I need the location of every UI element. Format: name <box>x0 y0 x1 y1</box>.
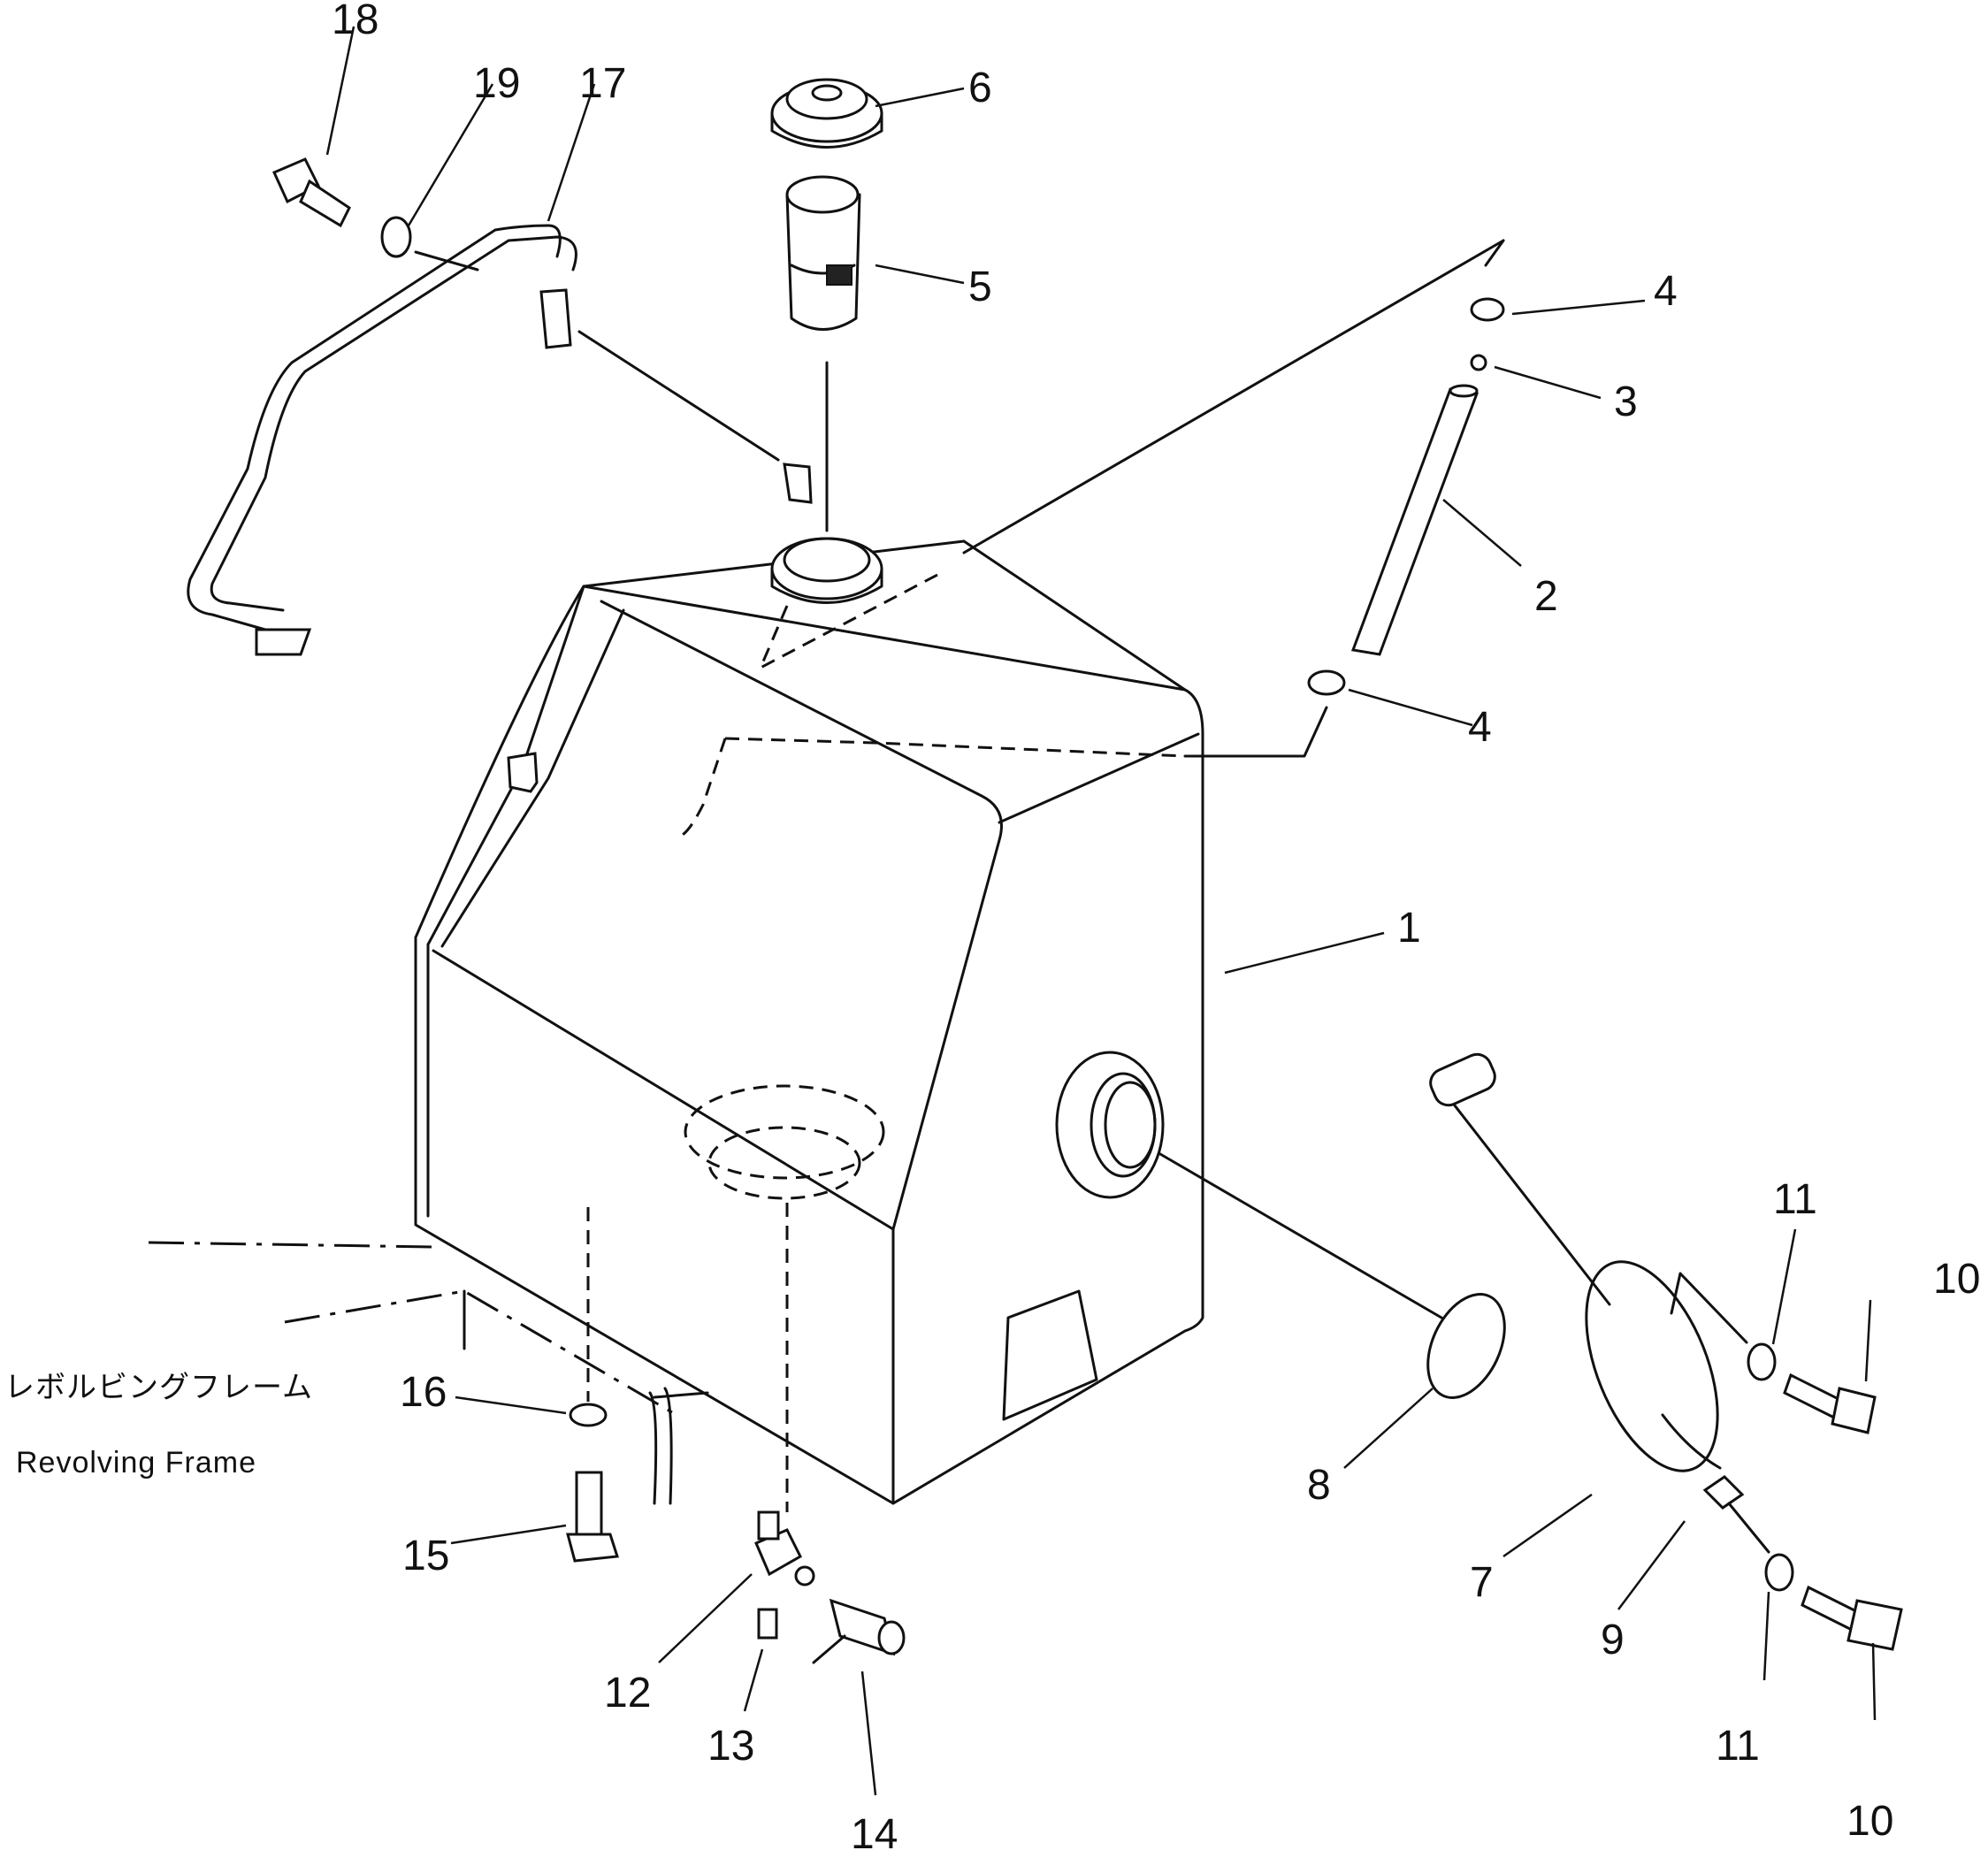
caption-japanese: レボルビングフレーム <box>4 1371 313 1404</box>
callout-17: 17 <box>579 60 626 107</box>
callout-13: 13 <box>707 1723 754 1770</box>
caption-english: Revolving Frame <box>16 1446 256 1480</box>
callout-7: 7 <box>1470 1559 1494 1606</box>
washer-16 <box>569 1403 608 1427</box>
callout-10-upper: 10 <box>1933 1256 1980 1303</box>
callout-10-lower: 10 <box>1847 1798 1893 1845</box>
callout-15: 15 <box>402 1533 449 1579</box>
callout-4-upper: 4 <box>1654 268 1678 315</box>
revolving-frame-lines <box>148 1241 709 1505</box>
drain-valve <box>754 1510 906 1664</box>
callout-9: 9 <box>1601 1617 1625 1663</box>
fuel-tank <box>414 463 1204 1505</box>
callout-labels: 1 2 3 4 4 5 6 7 8 9 10 10 11 11 12 13 14… <box>332 0 1980 1858</box>
callout-5: 5 <box>968 264 992 310</box>
callout-11-upper: 11 <box>1773 1176 1817 1223</box>
mount-bolt <box>566 1471 619 1563</box>
callout-4-lower: 4 <box>1468 704 1492 751</box>
callout-3: 3 <box>1614 378 1638 425</box>
callout-11-lower: 11 <box>1716 1723 1760 1770</box>
revolving-frame-caption: レボルビングフレーム Revolving Frame <box>4 1371 313 1480</box>
callout-16: 16 <box>400 1369 447 1416</box>
callout-1: 1 <box>1397 905 1421 952</box>
fuel-sender <box>1429 1052 1903 1651</box>
filler-strainer <box>785 175 861 331</box>
callout-18: 18 <box>332 0 378 43</box>
o-ring <box>1426 1293 1506 1399</box>
callout-2: 2 <box>1534 573 1558 620</box>
callout-6: 6 <box>968 65 992 111</box>
leader-lines <box>325 26 1877 1796</box>
handle-rail <box>187 224 577 656</box>
filler-cap <box>770 78 883 149</box>
level-gauge <box>1307 297 1505 696</box>
callout-14: 14 <box>851 1811 898 1858</box>
callout-8: 8 <box>1307 1462 1331 1509</box>
callout-12: 12 <box>604 1670 651 1717</box>
washer-19 <box>380 216 412 258</box>
callout-19: 19 <box>473 60 520 107</box>
bolt-18 <box>272 157 351 228</box>
